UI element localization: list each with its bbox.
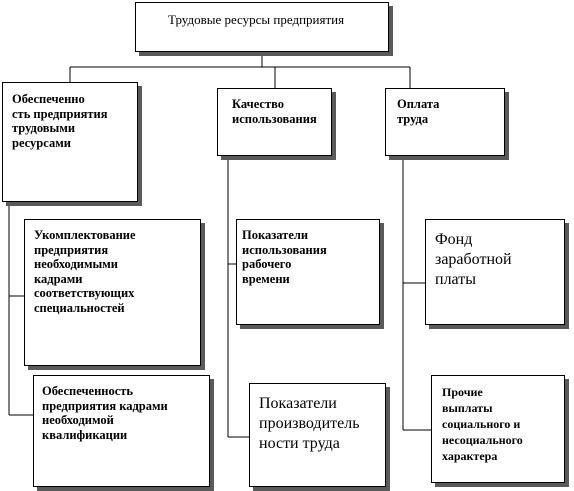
- node-staffing-label: Укомплектование предприятия необходимыми…: [34, 228, 136, 315]
- node-worktime-label: Показатели использования рабочего времен…: [242, 228, 327, 286]
- node-qualification-label: Обеспеченность предприятия кадрами необх…: [42, 384, 168, 442]
- node-quality: Качество использования: [217, 88, 332, 156]
- node-otherpay: Прочие выплаты социального и несоциально…: [431, 375, 565, 483]
- node-wagefund-label: Фонд заработной платы: [435, 231, 512, 288]
- node-provision-label: Обеспеченно сть предприятия трудовыми ре…: [12, 92, 108, 150]
- node-root: Трудовые ресурсы предприятия: [135, 2, 389, 52]
- node-productivity: Показатели производитель ности труда: [249, 383, 386, 487]
- node-worktime: Показатели использования рабочего времен…: [236, 219, 380, 325]
- node-pay-label: Оплата труда: [397, 97, 440, 126]
- node-root-label: Трудовые ресурсы предприятия: [168, 12, 345, 27]
- node-staffing: Укомплектование предприятия необходимыми…: [24, 219, 201, 366]
- node-otherpay-label: Прочие выплаты социального и несоциально…: [442, 385, 523, 463]
- node-provision: Обеспеченно сть предприятия трудовыми ре…: [2, 82, 138, 202]
- node-quality-label: Качество использования: [232, 97, 317, 126]
- node-productivity-label: Показатели производитель ности труда: [259, 395, 360, 452]
- node-pay: Оплата труда: [385, 88, 505, 156]
- node-qualification: Обеспеченность предприятия кадрами необх…: [33, 375, 210, 487]
- node-wagefund: Фонд заработной платы: [425, 219, 565, 325]
